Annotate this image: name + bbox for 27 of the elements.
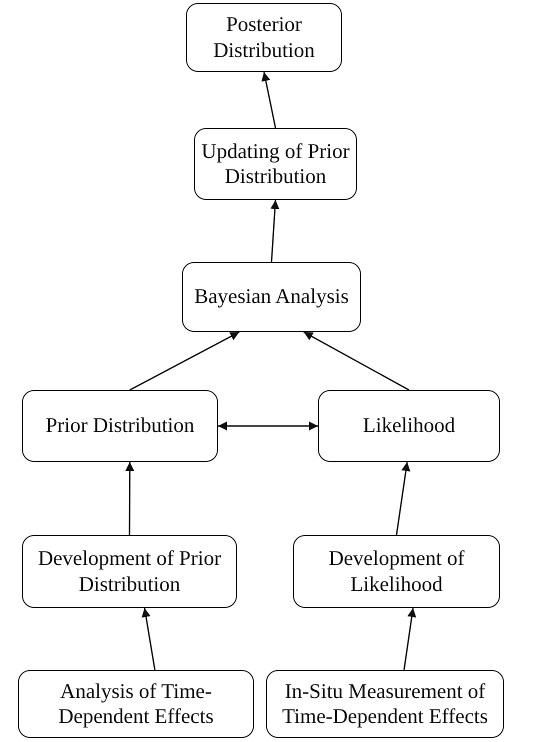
process-box xyxy=(318,390,500,462)
process-box xyxy=(186,3,342,72)
arrow xyxy=(142,608,156,670)
arrow xyxy=(396,462,410,536)
process-box xyxy=(293,535,500,608)
process-box xyxy=(18,670,254,738)
node-label: Analysis of Time-Dependent Effects xyxy=(57,678,215,730)
arrow xyxy=(218,422,318,430)
arrow xyxy=(403,608,416,670)
process-box xyxy=(22,390,218,462)
process-box xyxy=(182,262,361,332)
arrow xyxy=(303,331,410,391)
arrow xyxy=(125,462,134,535)
node-label: Likelihood xyxy=(362,413,456,439)
node-label: Development of Prior Distribution xyxy=(36,546,222,597)
node-label: Bayesian Analysis xyxy=(194,284,349,310)
process-box xyxy=(22,535,237,608)
node-label: In-Situ Measurement of Time-Dependent Effects xyxy=(281,678,489,730)
arrow xyxy=(261,72,276,128)
node-label: Posterior Distribution xyxy=(212,12,316,63)
node-label: Prior Distribution xyxy=(46,413,194,439)
arrow xyxy=(270,200,280,262)
arrow xyxy=(129,331,240,391)
process-box xyxy=(266,670,504,738)
node-label: Development of Likelihood xyxy=(328,546,466,597)
process-box xyxy=(194,128,357,200)
node-label: Updating of Prior Distribution xyxy=(201,138,350,190)
